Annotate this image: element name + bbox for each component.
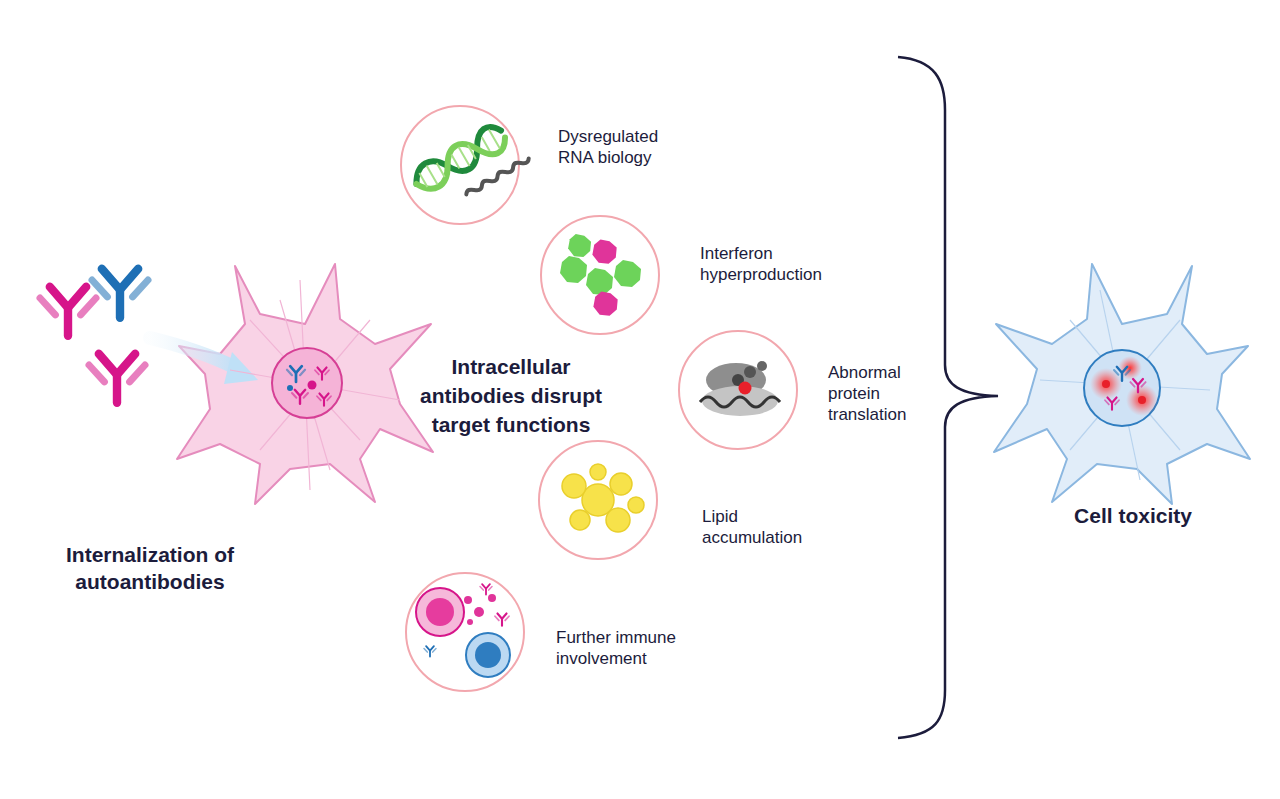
lipid-icon	[562, 464, 644, 532]
interferon-icon-part	[593, 291, 617, 315]
cell-caption: Cell toxicity	[1043, 502, 1223, 529]
right-cell-interior-part	[1130, 379, 1145, 392]
right-cell-interior-part	[1105, 397, 1119, 409]
immune-icon-part	[426, 598, 454, 626]
right-cell-interior-part	[1040, 290, 1210, 480]
interferon-icon-part	[560, 256, 587, 283]
internalization-arrow-part	[224, 352, 258, 384]
effect-circle: Lipid accumulation	[538, 440, 658, 560]
free-antibodies	[40, 269, 148, 403]
rna-icon-part	[410, 122, 510, 196]
right-cell-interior-part	[1090, 368, 1122, 400]
immune-icon-part	[464, 596, 472, 604]
left-cell-interior-part	[287, 366, 305, 382]
interferon-icon-part	[568, 234, 591, 257]
circle-outline	[405, 572, 525, 692]
right-cell-interior	[1040, 290, 1210, 480]
left-cell-interior-part	[308, 381, 317, 390]
interferon-icon	[560, 234, 641, 316]
rna-icon-part	[409, 122, 509, 196]
cell-outline	[992, 262, 1252, 507]
immune-icon-part	[474, 607, 484, 617]
cell-node: Cell toxicity	[992, 262, 1252, 507]
lipid-icon-part	[606, 508, 630, 532]
left-cell-interior-part	[230, 280, 400, 490]
grouping-bracket	[898, 57, 998, 738]
right-cell-interior-part	[1114, 367, 1130, 381]
free-antibodies-part	[89, 354, 145, 403]
ribosome-icon-part	[739, 382, 752, 395]
ribosome-icon-part	[757, 361, 767, 371]
lipid-icon-part	[610, 473, 632, 495]
effect-label: Abnormal protein translation	[828, 362, 923, 425]
rna-icon	[409, 117, 530, 216]
interferon-icon-part	[586, 268, 613, 295]
circle-border	[679, 331, 797, 449]
cell-node: Internalization of autoantibodies	[175, 262, 435, 507]
ribosome-icon-part	[706, 363, 766, 397]
effect-circle: Interferon hyperproduction	[540, 215, 660, 335]
interferon-icon-part	[592, 239, 616, 263]
ribosome-icon-part	[732, 374, 744, 386]
left-cell-interior-part	[292, 390, 308, 404]
immune-icon-part	[488, 594, 496, 602]
cell-outline	[175, 262, 435, 507]
lipid-icon-part	[628, 497, 644, 513]
circle-border	[539, 441, 657, 559]
effect-circle: Dysregulated RNA biology	[400, 105, 520, 225]
internalization-arrow	[150, 338, 258, 384]
circle-border	[401, 106, 519, 224]
right-cell-interior-part	[1084, 350, 1160, 426]
circle-outline	[400, 105, 520, 225]
immune-icon	[416, 584, 510, 677]
rna-icon-part	[465, 156, 530, 197]
interferon-icon-part	[614, 260, 641, 287]
section-heading: Intracellular antibodies disrupt target …	[401, 352, 621, 439]
circle-outline	[678, 330, 798, 450]
circle-border	[406, 573, 524, 691]
left-cell-interior	[230, 280, 400, 490]
cell-membrane	[177, 264, 433, 504]
cell-membrane	[994, 264, 1250, 504]
lipid-icon-part	[582, 484, 614, 516]
ribosome-icon-part	[700, 397, 780, 407]
free-antibodies-part	[92, 269, 148, 318]
effect-circle: Abnormal protein translation	[678, 330, 798, 450]
ribosome-icon-part	[744, 366, 756, 378]
immune-icon-part	[495, 613, 509, 625]
ribosome-icon-part	[702, 386, 778, 416]
left-cell-interior-part	[272, 348, 342, 418]
circle-outline	[538, 440, 658, 560]
effect-label: Interferon hyperproduction	[700, 243, 840, 285]
immune-icon-part	[475, 642, 501, 668]
effect-circle: Further immune involvement	[405, 572, 525, 692]
lipid-icon-part	[562, 474, 586, 498]
immune-icon-part	[424, 646, 436, 657]
left-cell-interior-part	[315, 367, 329, 379]
lipid-icon-part	[590, 464, 606, 480]
lipid-icon-part	[570, 510, 590, 530]
left-cell-interior-part	[317, 393, 331, 405]
right-cell-interior-part	[1118, 356, 1142, 380]
effect-label: Dysregulated RNA biology	[558, 126, 673, 168]
cell-caption: Internalization of autoantibodies	[50, 541, 250, 595]
effect-label: Further immune involvement	[556, 627, 681, 669]
immune-icon-part	[480, 584, 492, 595]
immune-icon-part	[466, 633, 510, 677]
free-antibodies-part	[40, 287, 96, 336]
immune-icon-part	[416, 588, 464, 636]
internalization-arrow-part	[150, 338, 236, 368]
effect-label: Lipid accumulation	[702, 506, 812, 548]
right-cell-interior-part	[1138, 396, 1146, 404]
ribosome-icon	[700, 361, 780, 416]
right-cell-interior-part	[1102, 380, 1110, 388]
left-cell-interior-part	[287, 385, 293, 391]
circle-border	[541, 216, 659, 334]
circle-outline	[540, 215, 660, 335]
right-cell-interior-part	[1126, 384, 1158, 416]
immune-icon-part	[467, 619, 473, 625]
rna-icon-part	[418, 129, 500, 189]
